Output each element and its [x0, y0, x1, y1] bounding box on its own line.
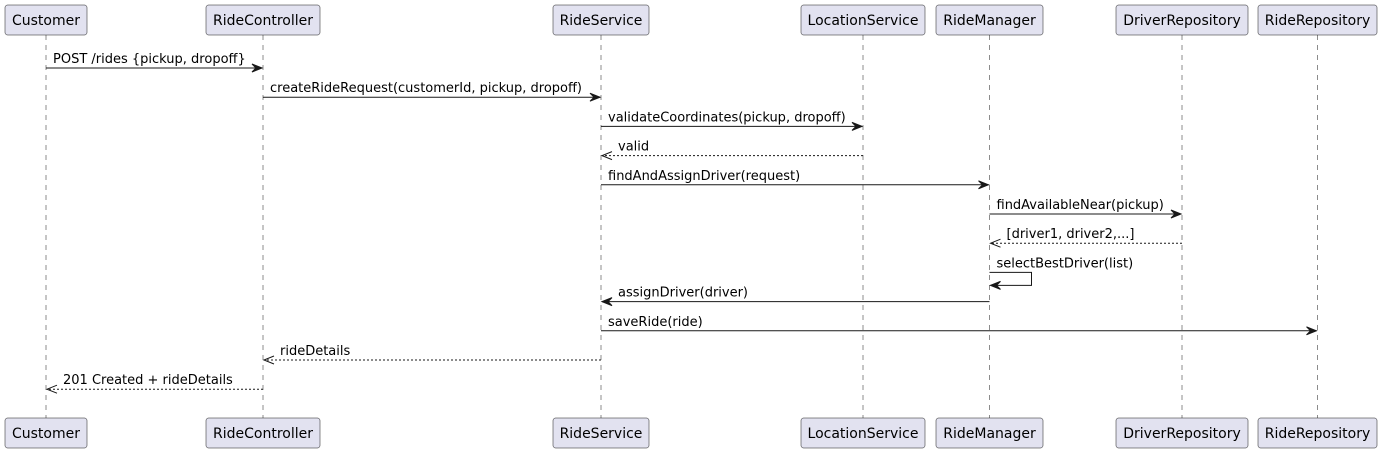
participant-label: LocationService [808, 426, 919, 442]
message-1: POST /rides {pickup, dropoff} [46, 52, 264, 73]
participant-label: RideService [560, 426, 643, 442]
message-2: createRideRequest(customerId, pickup, dr… [263, 81, 602, 102]
participant-label: RideRepository [1265, 426, 1371, 442]
participant-bottom-customer: Customer [4, 417, 88, 449]
message-12: 201 Created + rideDetails [45, 373, 263, 394]
participant-label: DriverRepository [1123, 426, 1241, 442]
participant-box [1257, 4, 1378, 36]
participant-label: Customer [12, 13, 80, 29]
arrow-head [45, 384, 58, 394]
message-label: 201 Created + rideDetails [63, 373, 233, 388]
message-8: selectBestDriver(list) [989, 256, 1134, 290]
arrow-head [989, 280, 1001, 290]
participant-label: RideController [213, 426, 313, 442]
participant-label: RideService [560, 13, 643, 29]
message-label: selectBestDriver(list) [997, 256, 1134, 271]
arrow-head [262, 355, 275, 365]
participant-top-driverrepository: DriverRepository [1115, 4, 1249, 36]
participant-top-locationservice: LocationService [800, 4, 926, 36]
arrow-head [851, 121, 864, 131]
message-label: findAndAssignDriver(request) [608, 169, 800, 184]
message-label: createRideRequest(customerId, pickup, dr… [270, 81, 582, 96]
arrow-head [1306, 326, 1318, 336]
message-label: [driver1, driver2,...] [1007, 227, 1135, 242]
participant-bottom-riderepository: RideRepository [1257, 417, 1378, 449]
message-label: findAvailableNear(pickup) [997, 198, 1164, 213]
message-label: saveRide(ride) [608, 315, 703, 330]
participant-top-customer: Customer [4, 4, 88, 36]
participant-label: RideController [213, 13, 313, 29]
participant-bottom-ridecontroller: RideController [205, 417, 321, 449]
message-label: valid [618, 140, 649, 155]
participant-bottom-rideservice: RideService [552, 417, 650, 449]
message-11: rideDetails [262, 344, 601, 365]
message-7: [driver1, driver2,...] [989, 227, 1182, 248]
participant-box [205, 4, 321, 36]
participant-top-ridemanager: RideManager [935, 4, 1044, 36]
message-line [989, 271, 1032, 286]
message-9: assignDriver(driver) [600, 286, 990, 307]
arrow-head [251, 63, 264, 73]
participant-bottom-driverrepository: DriverRepository [1115, 417, 1249, 449]
message-label: POST /rides {pickup, dropoff} [53, 52, 246, 67]
arrow-head [989, 238, 1001, 248]
participant-label: Customer [12, 426, 80, 442]
message-5: findAndAssignDriver(request) [601, 169, 990, 190]
participant-box [935, 4, 1044, 36]
arrow-head [600, 297, 613, 307]
participant-label: LocationService [808, 13, 919, 29]
arrow-head [1170, 209, 1183, 219]
message-label: assignDriver(driver) [618, 286, 748, 301]
participant-box [4, 4, 88, 36]
message-6: findAvailableNear(pickup) [989, 198, 1183, 219]
participant-box [552, 4, 650, 36]
message-3: validateCoordinates(pickup, dropoff) [601, 110, 864, 131]
message-10: saveRide(ride) [601, 315, 1318, 336]
participant-box [1115, 417, 1249, 449]
arrow-head [589, 92, 602, 102]
message-label: rideDetails [280, 344, 351, 359]
participant-bottom-locationservice: LocationService [800, 417, 926, 449]
participant-box [800, 417, 926, 449]
participant-top-rideservice: RideService [552, 4, 650, 36]
participant-label: RideManager [943, 13, 1036, 29]
participant-top-riderepository: RideRepository [1257, 4, 1378, 36]
participant-label: DriverRepository [1123, 13, 1241, 29]
participant-box [1257, 417, 1378, 449]
participant-box [800, 4, 926, 36]
participant-box [1115, 4, 1249, 36]
arrow-head [600, 151, 613, 161]
participant-box [935, 417, 1044, 449]
participant-box [205, 417, 321, 449]
message-4: valid [600, 140, 863, 161]
arrow-head [978, 180, 990, 190]
message-label: validateCoordinates(pickup, dropoff) [608, 110, 846, 125]
participant-top-ridecontroller: RideController [205, 4, 321, 36]
participant-box [4, 417, 88, 449]
participant-bottom-ridemanager: RideManager [935, 417, 1044, 449]
participant-box [552, 417, 650, 449]
participant-label: RideManager [943, 426, 1036, 442]
participant-label: RideRepository [1265, 13, 1371, 29]
